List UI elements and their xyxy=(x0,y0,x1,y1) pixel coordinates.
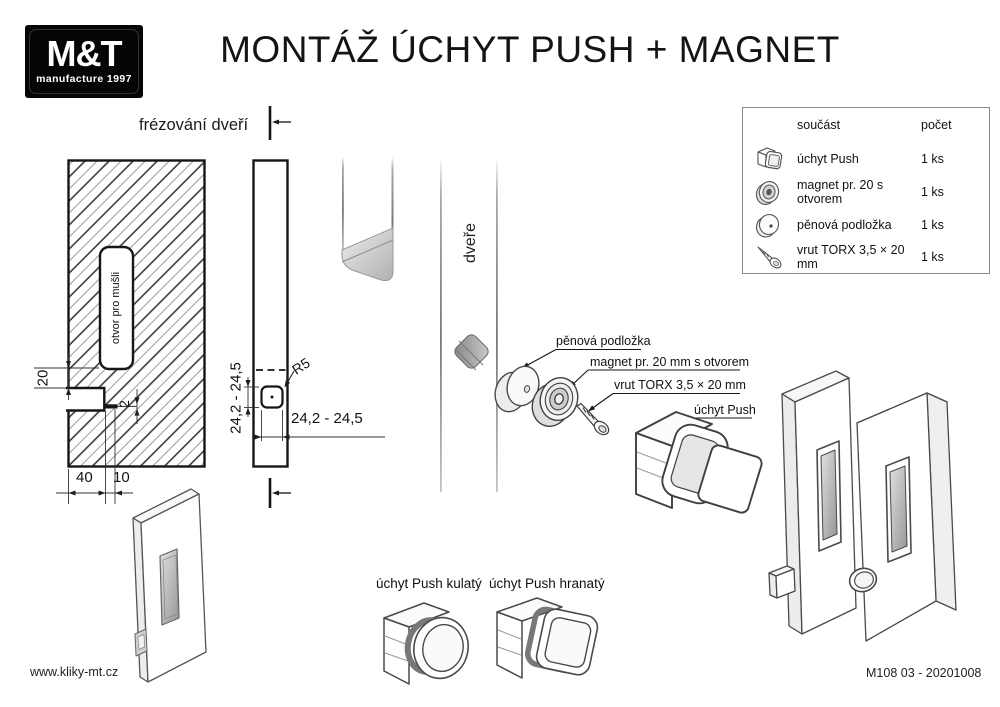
dim-10: 10 xyxy=(113,469,130,486)
push-square-render xyxy=(496,597,599,679)
screw-icon xyxy=(743,242,797,272)
pocket-fragment xyxy=(341,227,394,282)
push-round-render xyxy=(383,602,469,685)
push-handle-label: úchyt Push xyxy=(694,403,756,417)
door-label: dveře xyxy=(462,222,479,264)
dim-2: 2 xyxy=(116,400,132,408)
milled-door-render xyxy=(132,488,207,683)
foam-pad-label: pěnová podložka xyxy=(556,334,651,348)
document-number: M108 03 - 20201008 xyxy=(866,666,982,680)
exploded-assembly-render xyxy=(494,348,763,514)
brand-name: M&T xyxy=(46,33,123,75)
variant-renders xyxy=(383,597,599,685)
variant-round-label: úchyt Push kulatý xyxy=(376,576,482,591)
part-name: úchyt Push xyxy=(797,151,859,166)
notch-outline xyxy=(66,386,106,412)
dim-height: 24,2 - 24,5 xyxy=(227,362,245,434)
push-handle-icon xyxy=(743,144,797,174)
dim-20: 20 xyxy=(34,369,52,387)
table-row: pěnová podložka 1 ks xyxy=(743,208,989,241)
installed-doors-render xyxy=(768,370,957,642)
foam-pad-render xyxy=(494,365,540,413)
variant-square-label: úchyt Push hranatý xyxy=(489,576,605,591)
parts-table: součást počet úchyt Push 1 ks xyxy=(742,107,990,274)
part-qty: 1 ks xyxy=(921,217,944,232)
qty-column-header: počet xyxy=(921,118,952,132)
page-title: MONTÁŽ ÚCHYT PUSH + MAGNET xyxy=(220,29,840,70)
website-link: www.kliky-mt.cz xyxy=(30,665,119,679)
magnet-icon xyxy=(743,177,797,207)
magnet-groove xyxy=(104,404,118,409)
table-row: úchyt Push 1 ks xyxy=(743,142,989,175)
push-hole-render xyxy=(454,334,489,369)
foam-pad-icon xyxy=(743,210,797,240)
part-qty: 1 ks xyxy=(921,184,944,199)
part-name: magnet pr. 20 s otvorem xyxy=(797,177,884,206)
milling-caption: frézování dveří xyxy=(139,116,249,134)
brand-tagline: manufacture 1997 xyxy=(36,72,132,85)
shell-slot-label: otvor pro mušli xyxy=(110,271,122,345)
door-edge-render xyxy=(341,156,498,492)
part-column-header: součást xyxy=(797,118,841,132)
part-name: pěnová podložka xyxy=(797,217,892,232)
push-handle-render xyxy=(635,411,763,514)
milling-drawing xyxy=(34,159,206,504)
parts-table-header: součást počet xyxy=(743,108,989,142)
magnet-label: magnet pr. 20 mm s otvorem xyxy=(590,355,750,369)
screw-render xyxy=(576,402,610,436)
shell-slot-outline xyxy=(98,245,135,371)
table-row: vrut TORX 3,5 × 20 mm 1 ks xyxy=(743,241,989,273)
dim-40: 40 xyxy=(76,469,93,486)
dim-width: 24,2 - 24,5 xyxy=(291,410,363,427)
brand-logo: M&T manufacture 1997 xyxy=(25,25,143,98)
magnet-render xyxy=(531,377,579,427)
screw-label: vrut TORX 3,5 × 20 mm xyxy=(614,378,746,392)
part-qty: 1 ks xyxy=(921,151,944,166)
part-qty: 1 ks xyxy=(921,250,944,264)
profile-drawing xyxy=(244,106,385,508)
part-name: vrut TORX 3,5 × 20 mm xyxy=(797,243,905,271)
door-back-render xyxy=(768,370,857,635)
table-row: magnet pr. 20 s otvorem 1 ks xyxy=(743,175,989,208)
door-front-render xyxy=(848,392,957,642)
logo-frame xyxy=(29,29,139,94)
